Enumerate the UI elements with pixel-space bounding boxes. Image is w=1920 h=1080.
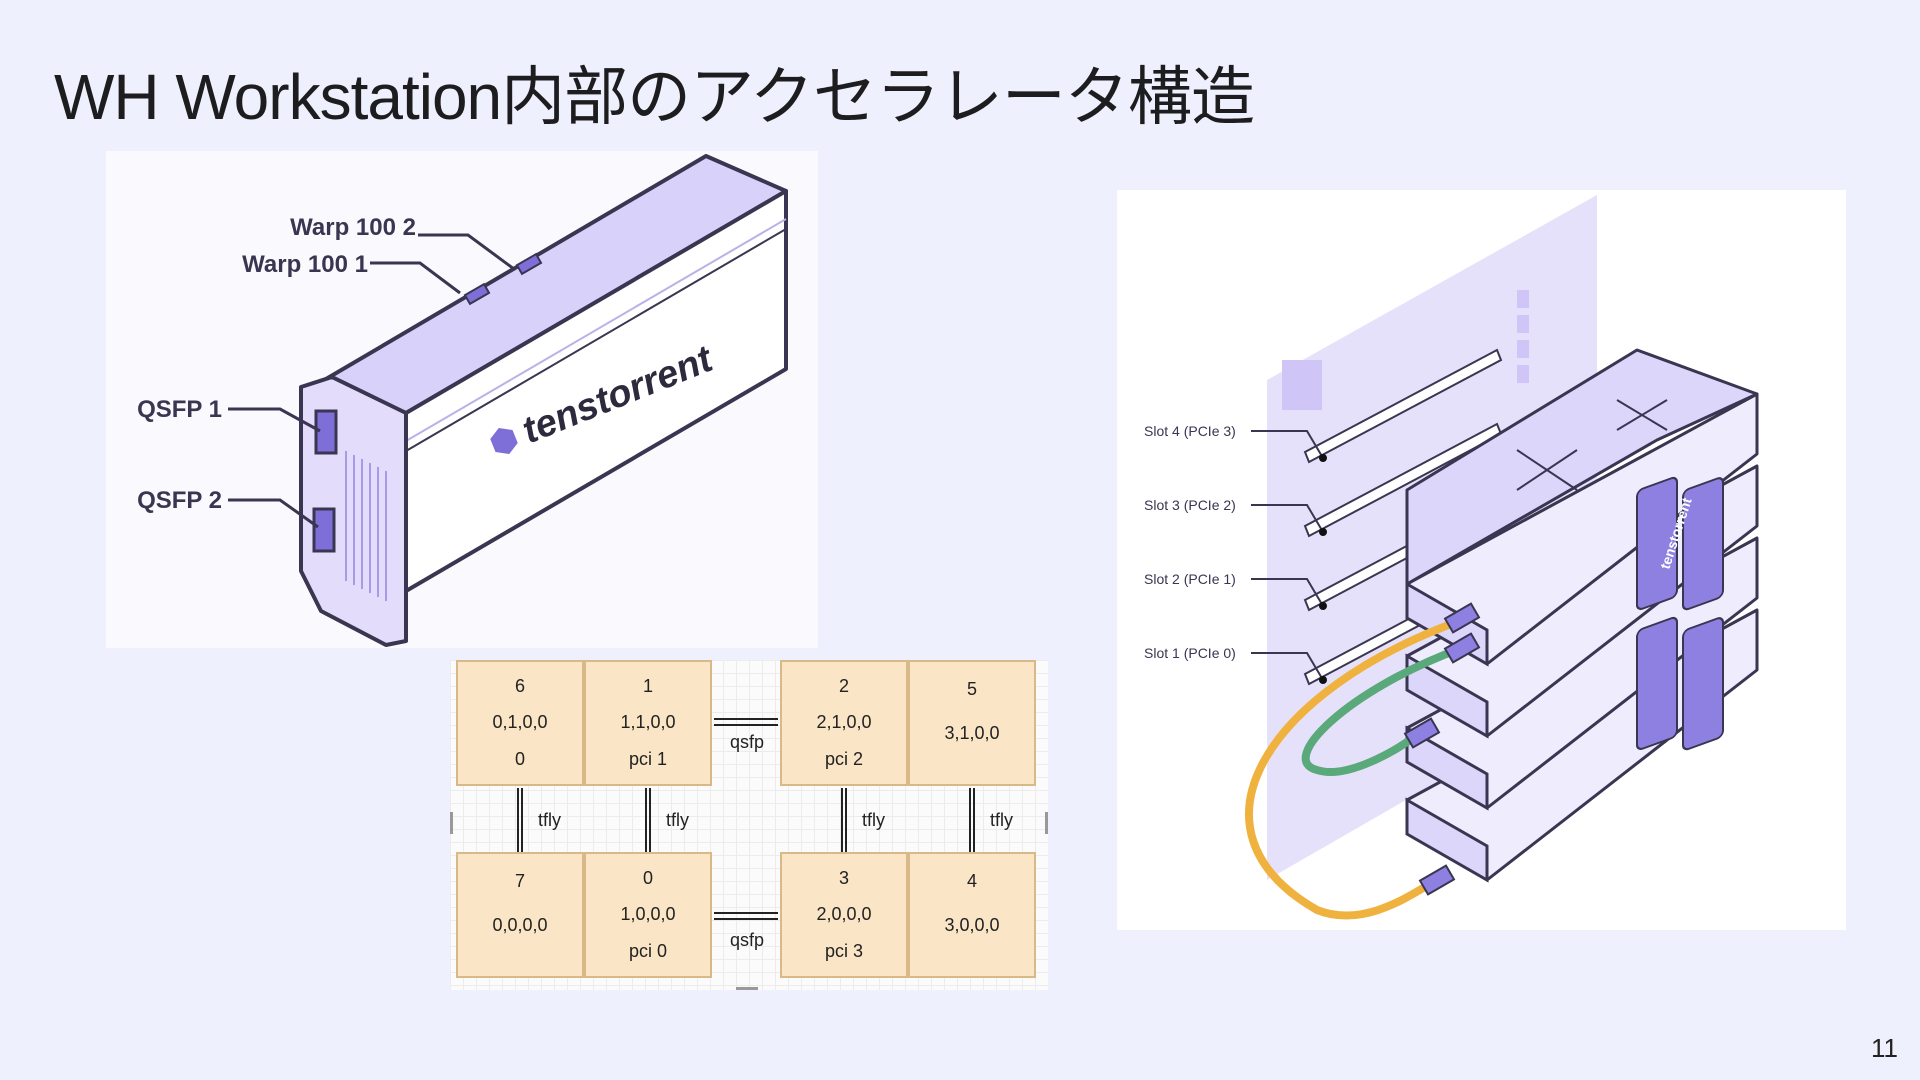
- page-number: 11: [1871, 1033, 1898, 1063]
- chip-node: 0 1,0,0,0 pci 0: [584, 852, 712, 978]
- tfly-link: [969, 788, 975, 852]
- accelerator-card-illustration: Warp 100 2 Warp 100 1 QSFP 1 QSFP 2 tens…: [106, 151, 818, 648]
- callout-qsfp-1: QSFP 1: [137, 396, 222, 423]
- tfly-label: tfly: [990, 810, 1014, 830]
- chip-node: 1 1,1,0,0 pci 1: [584, 660, 712, 786]
- slot-label-2: Slot 2 (PCIe 1): [1144, 571, 1236, 587]
- resize-handle-bottom: [736, 987, 758, 990]
- chip-id: 7: [514, 871, 525, 892]
- stacked-cards-illustration: Slot 4 (PCIe 3) Slot 3 (PCIe 2) Slot 2 (…: [1117, 190, 1846, 930]
- chip-id: 0: [642, 867, 653, 888]
- tfly-label: tfly: [538, 810, 562, 830]
- chip-coord: 0,0,0,0: [492, 914, 548, 935]
- chip-extra: pci 3: [824, 941, 864, 962]
- chip-coord: 1,0,0,0: [620, 904, 676, 925]
- tenstorrent-logo-icon: [490, 428, 518, 454]
- chip-id: 2: [838, 675, 849, 696]
- chip-extra: 0: [514, 749, 525, 770]
- slide-title: WH Workstation内部のアクセラレータ構造: [54, 61, 1255, 133]
- chip-node: 6 0,1,0,0 0: [456, 660, 584, 786]
- resize-handle-right: [1045, 812, 1048, 834]
- chip-coord: 3,1,0,0: [944, 722, 1000, 743]
- chip-id: 1: [642, 675, 653, 696]
- chip-coord: 0,1,0,0: [492, 712, 548, 733]
- chip-node: 5 3,1,0,0: [908, 660, 1036, 786]
- callout-warp-100-1: Warp 100 1: [242, 251, 368, 278]
- chip-node: 4 3,0,0,0: [908, 852, 1036, 978]
- chip-coord: 2,0,0,0: [816, 904, 872, 925]
- qsfp-label: qsfp: [730, 732, 765, 752]
- chip-coord: 1,1,0,0: [620, 712, 676, 733]
- chip-coord: 2,1,0,0: [816, 712, 872, 733]
- callout-warp-100-2: Warp 100 2: [290, 214, 416, 241]
- chip-node: 3 2,0,0,0 pci 3: [780, 852, 908, 978]
- chip-extra: pci 2: [824, 749, 864, 770]
- chip-extra: pci 0: [628, 941, 668, 962]
- qsfp-label: qsfp: [730, 930, 765, 950]
- resize-handle-left: [450, 812, 453, 834]
- slot-label-3: Slot 3 (PCIe 2): [1144, 497, 1236, 513]
- chip-id: 5: [966, 679, 977, 700]
- chip-id: 6: [514, 675, 525, 696]
- tfly-label: tfly: [666, 810, 690, 830]
- chip-node: 7 0,0,0,0: [456, 852, 584, 978]
- chip-topology-diagram: 6 0,1,0,0 0 1 1,1,0,0 pci 1 2 2,1,0,0 pc…: [450, 660, 1048, 990]
- tfly-label: tfly: [862, 810, 886, 830]
- slot-label-4: Slot 4 (PCIe 3): [1144, 423, 1236, 439]
- tfly-link: [517, 788, 523, 852]
- chip-extra: pci 1: [628, 749, 668, 770]
- chip-id: 4: [966, 871, 977, 892]
- chip-id: 3: [838, 867, 849, 888]
- tfly-link: [841, 788, 847, 852]
- qsfp-link: [714, 718, 778, 726]
- qsfp-link: [714, 912, 778, 920]
- tfly-link: [645, 788, 651, 852]
- chip-coord: 3,0,0,0: [944, 914, 1000, 935]
- chip-node: 2 2,1,0,0 pci 2: [780, 660, 908, 786]
- callout-qsfp-2: QSFP 2: [137, 487, 222, 514]
- slot-label-1: Slot 1 (PCIe 0): [1144, 645, 1236, 661]
